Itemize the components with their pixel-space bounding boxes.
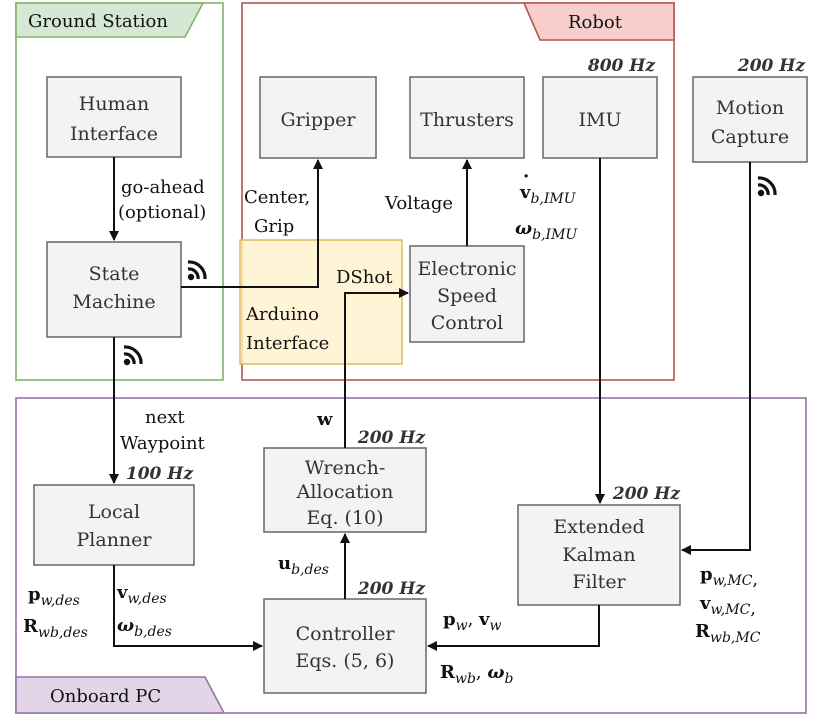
arduino-interface-label: Arduino Interface [245,304,329,354]
v-w-des-label: vw,des [116,582,167,607]
robot-tab [522,2,675,41]
R-wb-omega-b-label: Rwb, ωb [440,662,514,687]
v-w-mc-label: vw,MC, [699,593,756,619]
gripper-block: Gripper [259,76,377,159]
wrench-allocation-rate: 200 Hz [357,428,425,448]
arrow-ekf-to-controller [427,605,600,651]
R-wb-mc-label: Rwb,MC [695,621,761,646]
ekf-rate: 200 Hz [612,484,680,504]
p-w-v-w-label: pw, vw [443,609,502,634]
onboard-pc-group [15,397,807,714]
p-w-des-label: pw,des [28,584,80,609]
w-label: w [316,409,333,430]
thrusters-block: Thrusters [409,76,525,159]
arrow-wrench-to-esc [344,288,409,448]
local-planner-rate: 100 Hz [126,464,193,484]
dshot-label: DShot [336,267,393,288]
omega-b-des-label: ωb,des [117,615,172,640]
imu-block: IMU [542,76,658,159]
robot-group [241,2,675,381]
go-ahead-label: go-ahead (optional) [118,177,210,223]
controller-rate: 200 Hz [357,579,425,599]
wifi-icon [187,260,207,281]
imu-omega-label: ωb,IMU [515,218,578,243]
onboard-pc-tab [15,676,226,714]
arrow-mocap-to-ekf [681,162,751,555]
wifi-icon [123,345,143,366]
arrow-state-to-gripper [181,159,323,288]
ground-station-tab [15,2,205,38]
imu-vdot-label: vb,IMU [519,182,577,207]
imu-rate: 800 Hz [587,56,655,76]
u-b-des-label: ub,des [278,553,329,578]
p-w-mc-label: pw,MC, [700,564,758,590]
svg-text:Thrusters: Thrusters [420,109,514,131]
arrow-planner-to-controller [113,565,263,651]
onboard-pc-title: Onboard PC [50,686,161,707]
motion-capture-rate: 200 Hz [737,56,805,76]
R-wb-des-label: Rwb,des [23,616,88,641]
arduino-interface-group [239,239,403,365]
robot-title: Robot [568,12,623,33]
voltage-label: Voltage [384,193,453,214]
svg-text:Gripper: Gripper [281,109,357,131]
next-waypoint-label: next Waypoint [120,407,206,454]
wifi-icon [757,176,777,197]
center-grip-label: Center, Grip [244,187,316,237]
svg-text:IMU: IMU [579,109,622,131]
ground-station-title: Ground Station [28,11,168,32]
imu-vdot-dot: · [523,166,529,187]
